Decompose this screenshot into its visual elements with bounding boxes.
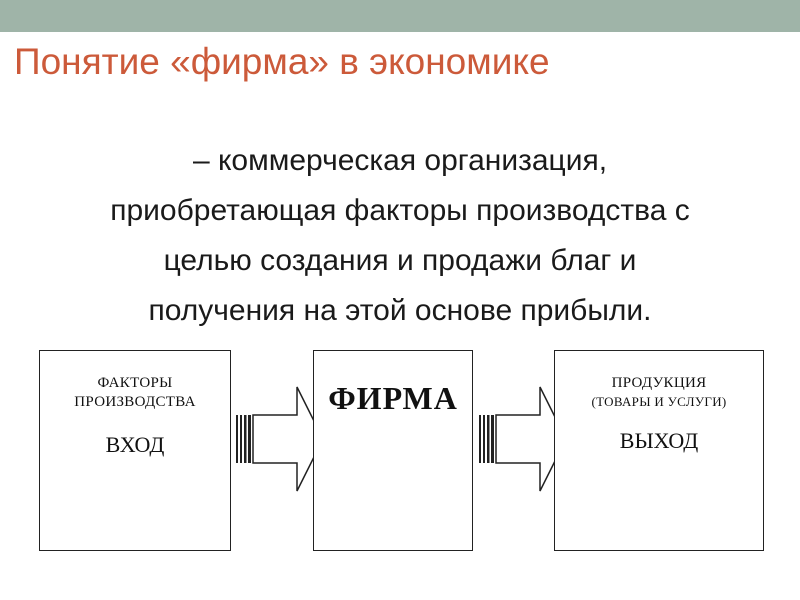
arrow-right-icon [479,386,567,492]
definition-line: получения на этой основе прибыли. [148,294,652,327]
definition-line: целью создания и продажи благ и [163,244,637,277]
output-box: ПРОДУКЦИЯ (ТОВАРЫ И УСЛУГИ) ВЫХОД [554,350,764,551]
input-label: ВХОД [105,432,165,457]
output-line-2: (ТОВАРЫ И УСЛУГИ) [591,394,727,409]
arrow-right-icon [236,386,324,492]
output-label: ВЫХОД [619,428,699,453]
top-accent-bar [0,0,800,32]
input-box: ФАКТОРЫ ПРОИЗВОДСТВА ВХОД [39,350,231,551]
definition-text: – коммерческая организация, приобретающа… [0,136,800,336]
output-line-1: ПРОДУКЦИЯ [611,375,707,391]
firm-label: ФИРМА [328,380,458,416]
definition-line: приобретающая факторы производства с [110,194,690,227]
definition-line: – коммерческая организация, [192,144,608,177]
slide-title: Понятие «фирма» в экономике [14,41,550,82]
firm-box: ФИРМА [313,350,473,551]
input-line-1: ФАКТОРЫ [97,375,173,391]
input-line-2: ПРОИЗВОДСТВА [74,394,196,410]
